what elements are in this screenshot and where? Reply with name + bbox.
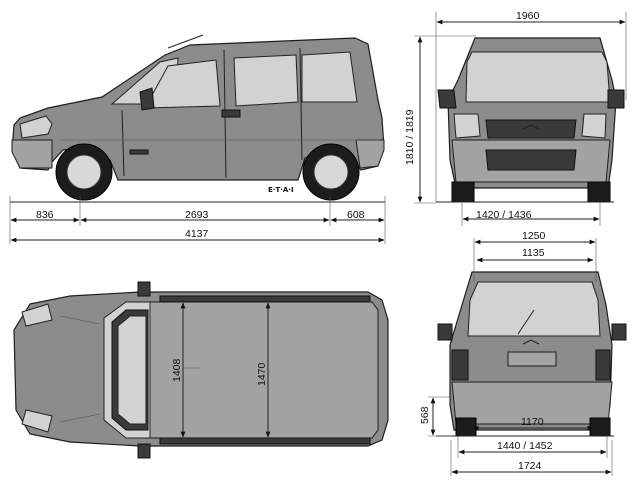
side-view: E·T·A·I bbox=[10, 34, 385, 203]
top-right-headlight bbox=[21, 409, 53, 433]
front-overhang-label: 836 bbox=[36, 209, 54, 221]
rear-bumper bbox=[355, 139, 385, 169]
sill-height-label: 568 bbox=[419, 406, 431, 424]
front-left-headlight bbox=[453, 113, 481, 139]
rear-view-left-tire bbox=[455, 417, 477, 437]
rear-side-window bbox=[301, 51, 358, 103]
top-left-headlight bbox=[21, 303, 53, 327]
front-bumper bbox=[11, 139, 53, 169]
door-line-a bbox=[121, 109, 125, 177]
rear-right-taillight bbox=[595, 349, 611, 381]
top-view: 1408 1470 bbox=[13, 281, 389, 459]
sliding-door-window bbox=[233, 54, 299, 107]
antenna bbox=[167, 34, 204, 49]
roof-rail-right bbox=[159, 437, 371, 445]
headlight bbox=[19, 115, 53, 139]
height-label: 1810 / 1819 bbox=[404, 109, 416, 165]
interior-front-width-label: 1408 bbox=[171, 358, 183, 382]
rear-window bbox=[467, 281, 601, 337]
front-ext-height bbox=[414, 35, 476, 204]
rear-view bbox=[436, 271, 627, 437]
overall-length-label: 4137 bbox=[185, 228, 209, 240]
front-left-mirror bbox=[437, 89, 457, 109]
rear-right-mirror bbox=[611, 323, 627, 341]
lower-air-intake bbox=[485, 149, 577, 171]
body-width-label: 1724 bbox=[518, 460, 542, 472]
rear-wheel-rim bbox=[313, 154, 349, 190]
rear-dimensions: 1250 1135 1170 568 1440 / 1452 1724 bbox=[419, 230, 613, 476]
chevron-logo bbox=[522, 124, 540, 130]
sliding-door-handle bbox=[221, 109, 241, 118]
interior-rear-width-label: 1470 bbox=[256, 362, 268, 386]
rear-chevron-logo bbox=[522, 339, 540, 345]
rear-track-label: 1440 / 1452 bbox=[497, 440, 553, 452]
top-left-mirror bbox=[137, 281, 151, 297]
width-mirrors-label: 1960 bbox=[516, 10, 540, 22]
side-mirror bbox=[139, 87, 155, 111]
front-track-label: 1420 / 1436 bbox=[476, 209, 532, 221]
side-ext-lines bbox=[9, 196, 386, 244]
roof-rail-left bbox=[159, 295, 371, 303]
side-dimensions: 836 2693 608 4137 bbox=[9, 196, 386, 244]
license-plate bbox=[507, 351, 557, 367]
rear-ext-body bbox=[450, 440, 613, 476]
etai-badge: E·T·A·I bbox=[268, 186, 294, 194]
rear-left-taillight bbox=[451, 349, 469, 381]
front-ext-width bbox=[435, 12, 627, 202]
rear-ext-sill bbox=[428, 396, 452, 437]
front-view bbox=[436, 37, 625, 203]
wheelbase-label: 2693 bbox=[185, 209, 209, 221]
front-view-right-tire bbox=[587, 181, 611, 203]
rear-ext-roof bbox=[473, 238, 597, 282]
front-right-headlight bbox=[581, 113, 607, 139]
rear-ext-track bbox=[457, 436, 608, 458]
tailgate-upper-label: 1135 bbox=[522, 247, 545, 259]
windshield-glass bbox=[117, 315, 147, 425]
front-door-window bbox=[144, 59, 221, 109]
front-door-handle bbox=[129, 149, 149, 155]
rear-wiper bbox=[517, 309, 535, 335]
front-windshield bbox=[465, 51, 611, 103]
front-dimensions: 1960 1810 / 1819 1420 / 1436 bbox=[404, 10, 627, 226]
front-wheel-rim bbox=[66, 154, 102, 190]
front-grille bbox=[485, 119, 577, 139]
rear-view-right-tire bbox=[589, 417, 611, 437]
front-view-left-tire bbox=[451, 181, 475, 203]
front-ext-track bbox=[461, 203, 601, 226]
tailgate-lower-label: 1170 bbox=[521, 416, 544, 428]
rear-overhang-label: 608 bbox=[347, 209, 365, 221]
front-right-mirror bbox=[607, 89, 625, 109]
rear-left-mirror bbox=[437, 323, 453, 341]
hood-lines bbox=[59, 315, 101, 423]
door-line-c bbox=[299, 47, 303, 161]
top-right-mirror bbox=[137, 443, 151, 459]
roof-width-label: 1250 bbox=[522, 230, 546, 242]
